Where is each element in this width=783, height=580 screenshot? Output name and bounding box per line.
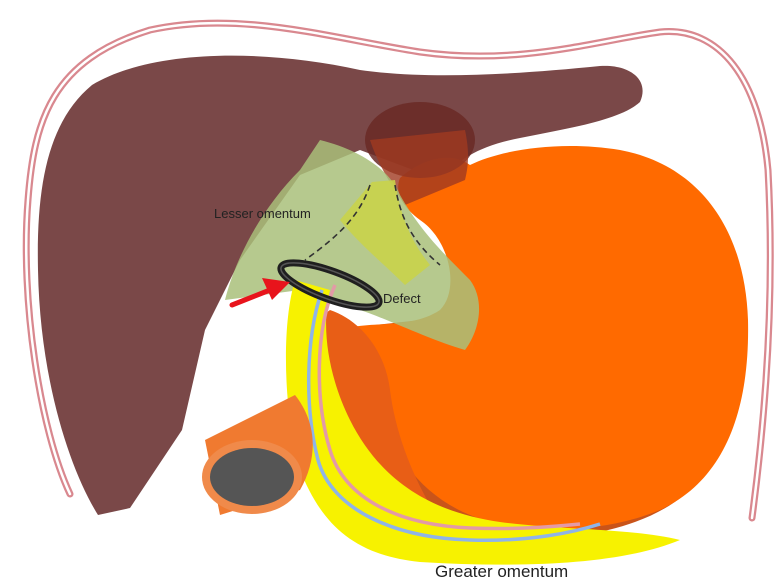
label-greater-omentum: Greater omentum xyxy=(435,562,568,580)
label-defect: Defect xyxy=(383,291,421,306)
bowel-section xyxy=(202,395,313,515)
label-lesser-omentum: Lesser omentum xyxy=(214,206,311,221)
